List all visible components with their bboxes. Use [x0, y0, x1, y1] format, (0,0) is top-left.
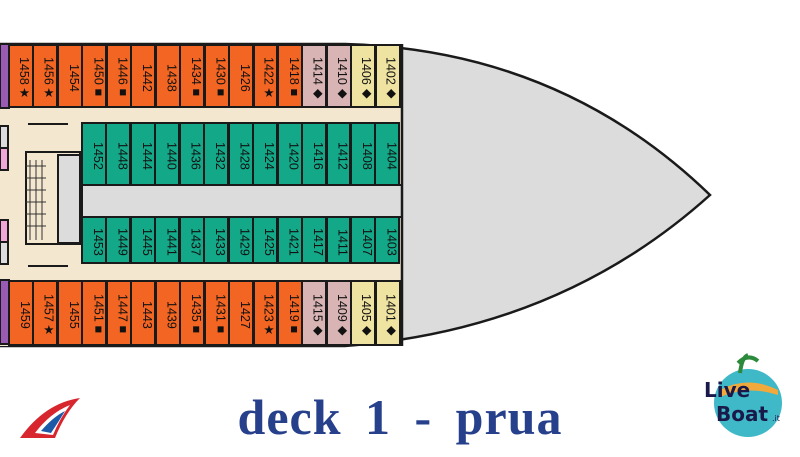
cabin-1421[interactable]: 1421 — [276, 216, 303, 264]
cabin-1402[interactable]: 1402◆ — [374, 44, 401, 108]
cabin-1427[interactable]: 1427 — [228, 280, 254, 346]
cabin-1405[interactable]: 1405◆ — [350, 280, 377, 346]
cabin-1435[interactable]: 1435■ — [179, 280, 206, 346]
cabin-1459[interactable]: 1459 — [8, 280, 34, 346]
cabin-1423[interactable]: 1423★ — [252, 280, 279, 346]
cabin-1422[interactable]: 1422★ — [252, 44, 279, 108]
cabin-1449[interactable]: 1449 — [105, 216, 132, 264]
stairwell — [25, 151, 81, 245]
cabin-1442[interactable]: 1442 — [130, 44, 157, 108]
cabin-1436[interactable]: 1436 — [178, 122, 205, 186]
cabin-1445[interactable]: 1445 — [129, 216, 156, 264]
cabin-1440[interactable]: 1440 — [154, 122, 181, 186]
carnival-logo — [20, 398, 80, 438]
cabin-1404[interactable]: 1404 — [374, 122, 401, 186]
cabin-1414[interactable]: 1414◆ — [301, 44, 328, 108]
cabin-1444[interactable]: 1444 — [129, 122, 156, 186]
cabin-1409[interactable]: 1409◆ — [325, 280, 352, 346]
cabin-1401[interactable]: 1401◆ — [374, 280, 401, 346]
cabin-1412[interactable]: 1412 — [325, 122, 352, 186]
cabin-1420[interactable]: 1420 — [276, 122, 303, 186]
cabin-1450[interactable]: 1450■ — [81, 44, 108, 108]
cabin-1448[interactable]: 1448 — [105, 122, 132, 186]
cabin-1447[interactable]: 1447■ — [105, 280, 132, 346]
cabin-1431[interactable]: 1431■ — [203, 280, 230, 346]
cabin-1425[interactable]: 1425 — [252, 216, 279, 264]
cabin-1432[interactable]: 1432 — [203, 122, 230, 186]
cabin-1437[interactable]: 1437 — [178, 216, 205, 264]
cabin-1426[interactable]: 1426 — [228, 44, 254, 108]
cabin-1453[interactable]: 1453 — [81, 216, 107, 264]
cabin-1438[interactable]: 1438 — [154, 44, 181, 108]
cabin-1456[interactable]: 1456★ — [32, 44, 59, 108]
cabin-1455[interactable]: 1455 — [56, 280, 83, 346]
cabin-1434[interactable]: 1434■ — [179, 44, 206, 108]
cabin-1408[interactable]: 1408 — [349, 122, 376, 186]
liveboat-logo: Live Boat .it — [704, 353, 782, 437]
cabin-1458[interactable]: 1458★ — [8, 44, 34, 108]
cabin-1452[interactable]: 1452 — [81, 122, 107, 186]
svg-text:.it: .it — [772, 414, 780, 423]
cabin-1457[interactable]: 1457★ — [32, 280, 59, 346]
cabin-1430[interactable]: 1430■ — [203, 44, 230, 108]
cabin-1446[interactable]: 1446■ — [105, 44, 132, 108]
cabin-1424[interactable]: 1424 — [252, 122, 279, 186]
cabin-1403[interactable]: 1403 — [374, 216, 401, 264]
cabin-1441[interactable]: 1441 — [154, 216, 181, 264]
cabin-1429[interactable]: 1429 — [227, 216, 254, 264]
cabin-1428[interactable]: 1428 — [227, 122, 254, 186]
cabin-1418[interactable]: 1418■ — [276, 44, 303, 108]
svg-text:Boat: Boat — [716, 402, 768, 426]
center-void — [81, 184, 403, 218]
cabin-1417[interactable]: 1417 — [301, 216, 327, 264]
cabin-1443[interactable]: 1443 — [130, 280, 157, 346]
cabin-1415[interactable]: 1415◆ — [301, 280, 328, 346]
page-title: deck 1 - prua — [237, 389, 563, 445]
svg-text:Live: Live — [704, 378, 750, 402]
cabin-1451[interactable]: 1451■ — [81, 280, 108, 346]
cabin-1439[interactable]: 1439 — [154, 280, 181, 346]
cabin-1406[interactable]: 1406◆ — [350, 44, 377, 108]
cabin-1410[interactable]: 1410◆ — [325, 44, 352, 108]
cabin-1454[interactable]: 1454 — [56, 44, 83, 108]
cabin-1433[interactable]: 1433 — [203, 216, 230, 264]
cabin-1419[interactable]: 1419■ — [276, 280, 303, 346]
cabin-1407[interactable]: 1407 — [349, 216, 376, 264]
cabin-1411[interactable]: 1411 — [325, 216, 352, 264]
cabin-1416[interactable]: 1416 — [301, 122, 327, 186]
